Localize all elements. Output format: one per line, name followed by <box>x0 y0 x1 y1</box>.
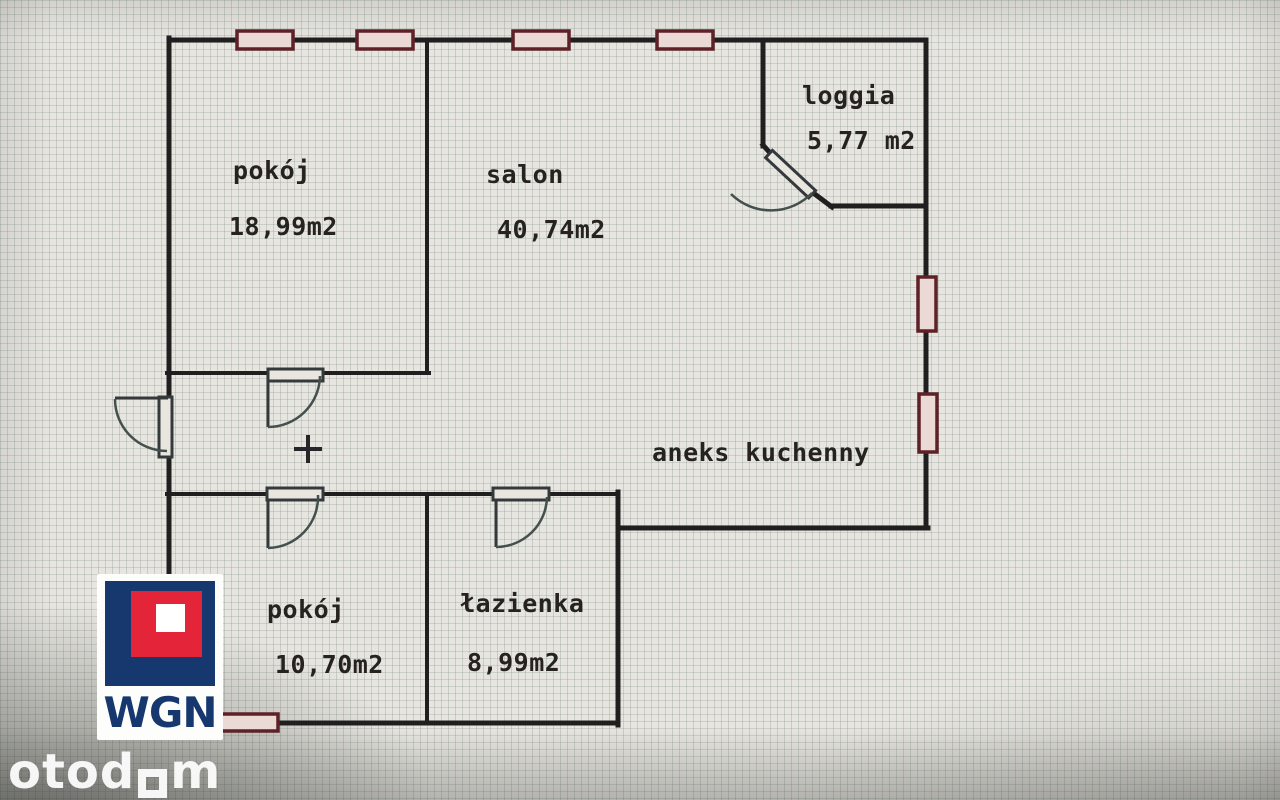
room-area-salon: 40,74m2 <box>497 215 606 244</box>
wgn-agency-logo: WGN <box>97 574 223 740</box>
window-marker <box>355 29 415 51</box>
room-area-loggia: 5,77 m2 <box>807 126 916 155</box>
cross-mark <box>294 435 322 463</box>
otodom-square-glyph-icon <box>138 769 168 798</box>
window-marker <box>511 29 571 51</box>
room-area-pokoj-bottom: 10,70m2 <box>275 650 384 679</box>
otodom-watermark-text-suffix: m <box>170 744 222 800</box>
window-marker <box>235 29 295 51</box>
room-label-lazienka: łazienka <box>460 589 585 618</box>
door-frame <box>157 395 174 459</box>
door-frame <box>491 486 551 502</box>
room-label-loggia: loggia <box>802 81 896 110</box>
wgn-logo-navy-square-icon <box>105 581 215 686</box>
inner-walls <box>165 38 620 725</box>
window-marker <box>219 712 280 733</box>
room-area-pokoj-top: 18,99m2 <box>229 212 338 241</box>
wgn-logo-text: WGN <box>103 688 218 737</box>
room-label-pokoj-top: pokój <box>233 156 311 185</box>
door-swings <box>113 192 813 550</box>
door-leaves <box>115 381 498 548</box>
door-frame <box>266 367 325 383</box>
otodom-watermark-text-prefix: otod <box>8 744 136 800</box>
window-markers <box>219 29 939 733</box>
room-area-lazienka: 8,99m2 <box>467 648 561 677</box>
otodom-watermark: otod m <box>8 744 221 800</box>
wgn-logo-white-square-icon <box>156 604 185 632</box>
loggia-door-leaf <box>763 148 818 201</box>
window-marker <box>917 392 939 454</box>
room-label-pokoj-bottom: pokój <box>267 595 345 624</box>
door-frame <box>265 486 325 502</box>
door-swing-arcs <box>113 192 813 550</box>
window-marker <box>916 275 938 333</box>
room-label-salon: salon <box>486 160 564 189</box>
window-marker <box>655 29 715 51</box>
room-label-aneks-kuchenny: aneks kuchenny <box>652 438 870 467</box>
wgn-logo-red-square-icon <box>131 591 202 657</box>
